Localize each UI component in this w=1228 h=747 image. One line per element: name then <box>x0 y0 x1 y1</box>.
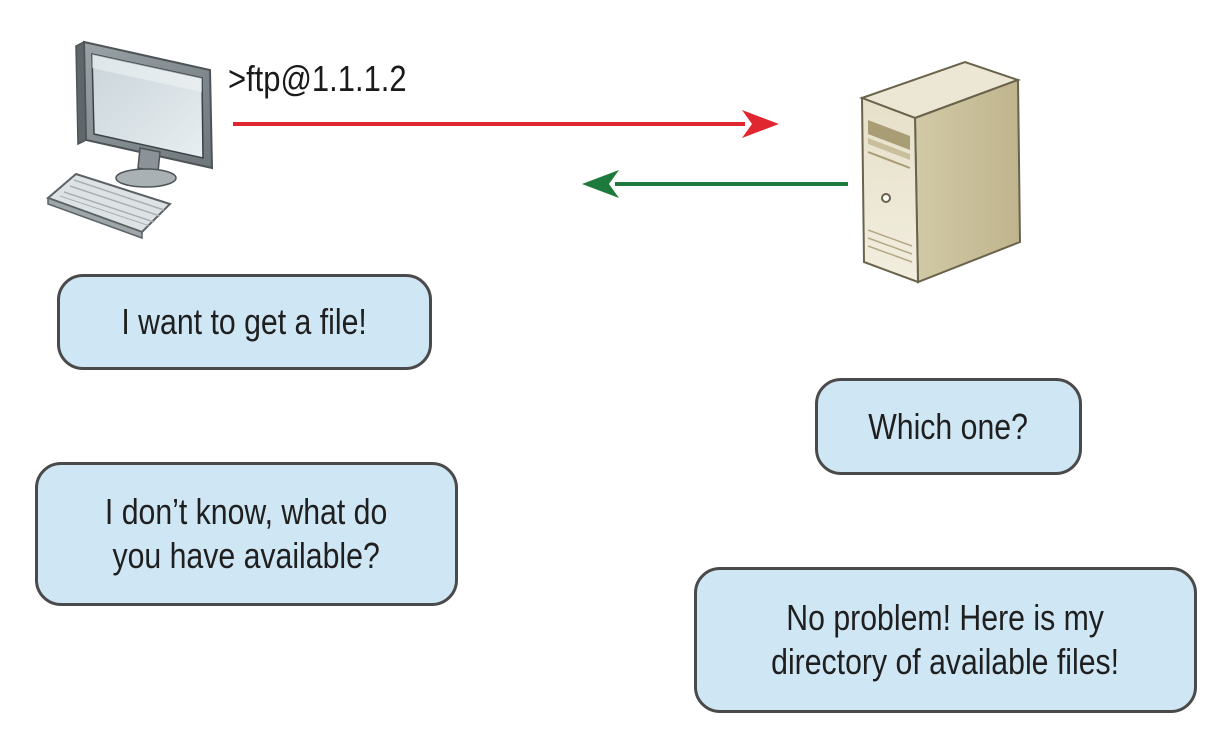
server-message-bubble: No problem! Here is my directory of avai… <box>694 567 1197 713</box>
client-message-bubble: I want to get a file! <box>57 274 432 370</box>
client-message-text: I don’t know, what do you have available… <box>105 491 388 576</box>
server-message-bubble: Which one? <box>815 378 1082 475</box>
client-message-text: I want to get a file! <box>121 301 368 342</box>
desktop-computer-icon <box>46 40 214 240</box>
server-tower-icon <box>859 60 1022 284</box>
server-message-text: Which one? <box>868 405 1029 447</box>
server-message-text: No problem! Here is my directory of avai… <box>771 597 1120 682</box>
response-arrow <box>582 170 848 198</box>
ftp-command-label: >ftp@1.1.1.2 <box>228 58 407 99</box>
request-arrow <box>233 110 779 138</box>
client-message-bubble: I don’t know, what do you have available… <box>35 462 458 606</box>
